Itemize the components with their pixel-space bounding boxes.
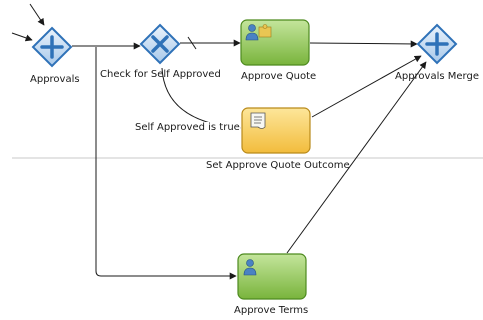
flow-incoming-top xyxy=(29,3,45,26)
plus-icon xyxy=(40,35,64,59)
approve-terms-task[interactable] xyxy=(237,253,307,300)
flow-approvals-to-terms xyxy=(95,47,237,280)
approve-quote-task[interactable] xyxy=(240,19,310,66)
set-outcome-label: Set Approve Quote Outcome xyxy=(206,160,350,171)
flow-approve-quote-to-merge xyxy=(309,40,418,48)
check-self-approved-gateway[interactable] xyxy=(139,23,181,65)
flow-cross-tick xyxy=(187,36,197,50)
plus-icon xyxy=(425,32,449,56)
flow-terms-to-merge xyxy=(286,61,427,254)
approve-quote-label: Approve Quote xyxy=(241,71,317,82)
user-icon xyxy=(243,259,257,276)
approvals-label: Approvals xyxy=(30,74,80,85)
set-outcome-task[interactable] xyxy=(241,107,311,154)
script-icon xyxy=(250,112,266,129)
user-puzzle-icon xyxy=(245,24,272,41)
approvals-merge-label: Approvals Merge xyxy=(395,71,479,82)
flow-incoming-left xyxy=(11,32,33,42)
approvals-gateway[interactable] xyxy=(31,26,73,68)
approve-terms-label: Approve Terms xyxy=(234,305,309,316)
check-self-approved-label: Check for Self Approved xyxy=(100,69,221,80)
sequence-flows xyxy=(11,3,427,280)
cross-icon xyxy=(151,35,169,53)
self-approved-edge-label: Self Approved is true xyxy=(135,122,240,134)
flow-outcome-to-merge xyxy=(311,55,422,118)
approvals-merge-gateway[interactable] xyxy=(416,23,458,65)
